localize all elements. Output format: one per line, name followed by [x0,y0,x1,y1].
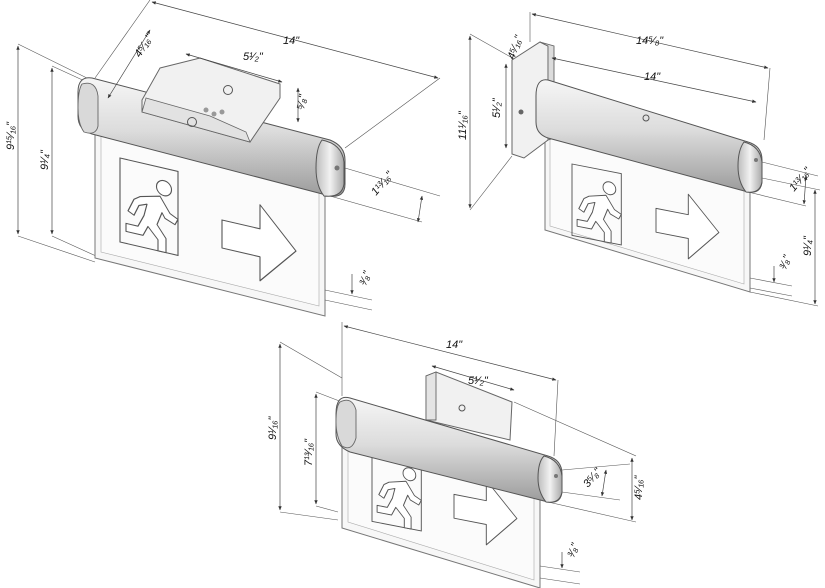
dim-panel-thickness-label: ³⁄₈" [778,253,794,271]
dim-panel-thickness-label: ³⁄₈" [566,541,582,559]
dim-panel-thickness-label: ³⁄₈" [358,269,374,287]
dim-width-label: 14" [283,35,300,47]
dim-mount-width-label: 5¹⁄₂" [243,51,264,63]
dim-bar-depth-label: 1¹³⁄₁₆" [369,169,396,198]
view-wall-mount: 14⁵⁄₈" 14" 4⁵⁄₁₆" 5¹⁄₂" 11¹⁄₁₆" 1¹³⁄₁₆" … [457,12,821,307]
dim-mount-height-label: 5¹⁄₂" [491,97,503,118]
dim-width-label: 14" [644,71,661,83]
dim-total-width-label: 14⁵⁄₈" [636,35,664,47]
dim-mount-height-label: ⁵⁄₈" [295,93,310,111]
dim-sign-height-label: 7¹³⁄₁₆" [303,438,315,466]
dim-mount-width-label: 5¹⁄₂" [468,375,489,387]
view-end-mount: 14" 5¹⁄₂" 9¹⁄₁₆" 7¹³⁄₁₆" 3⁵⁄₈" 4⁵⁄₁₆" ³⁄… [267,322,645,588]
dim-bar-depth-label: 3⁵⁄₈" [581,465,604,490]
view-ceiling-mount: 14" 4⁵⁄₁₆" 5¹⁄₂" ⁵⁄₈" 9¹⁵⁄₁₆" 9¹⁄₄" 1¹³⁄… [5,0,441,317]
dim-sign-height-label: 9¹⁄₄" [39,149,51,170]
dim-total-height-label: 11¹⁄₁₆" [457,110,469,140]
dim-total-height-label: 9¹⁄₁₆" [267,415,279,440]
dim-width-label: 14" [446,339,463,351]
dim-depth-label: 4⁵⁄₁₆" [132,32,156,60]
dim-depth-label: 4⁵⁄₁₆" [633,475,645,500]
dim-total-height-label: 9¹⁵⁄₁₆" [5,121,17,150]
dim-sign-height-label: 9¹⁄₄" [802,235,814,256]
